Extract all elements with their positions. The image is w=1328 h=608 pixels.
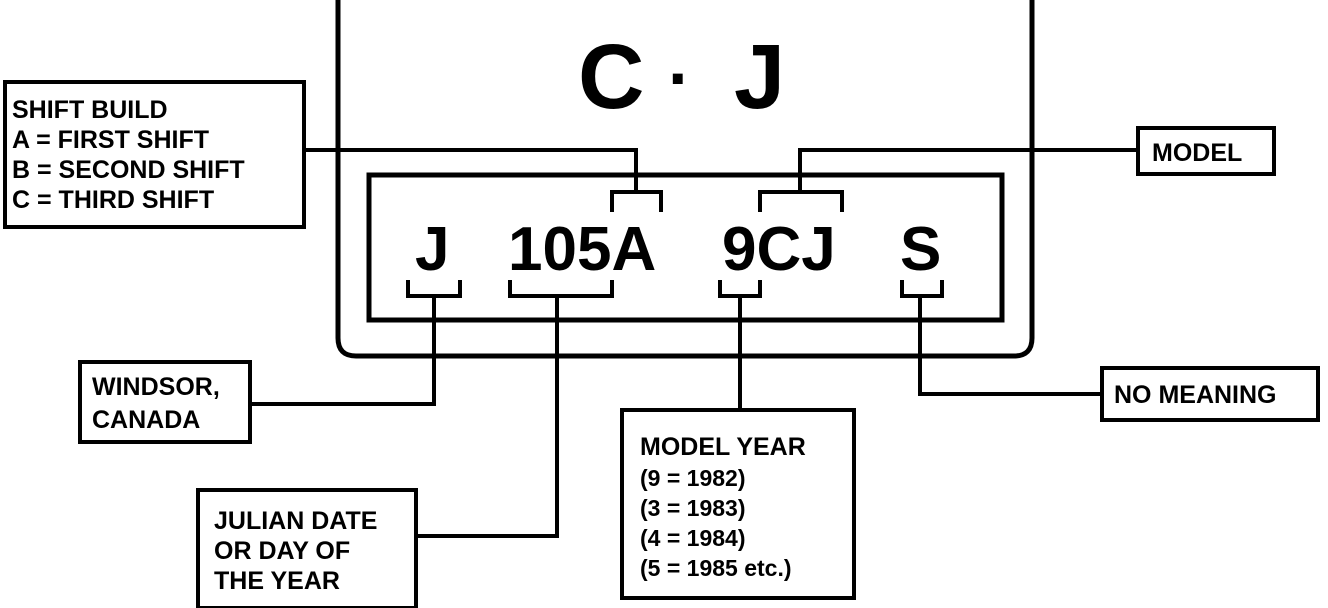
model-year-line-3: (4 = 1984) — [640, 525, 746, 551]
plate-title-left: C — [578, 26, 644, 128]
model-year-line-0: MODEL YEAR — [640, 433, 806, 461]
bracket-date — [508, 280, 614, 298]
model-box — [1136, 126, 1276, 176]
plant-box — [78, 360, 252, 444]
plate-outline — [335, 0, 1035, 359]
leader-lines — [250, 148, 1138, 538]
model-label: MODEL — [1152, 139, 1242, 167]
leader-suffix — [918, 296, 1102, 396]
code-plant: J — [415, 215, 449, 284]
leader-shift — [304, 148, 638, 192]
julian-line-2: THE YEAR — [214, 567, 340, 595]
code-year-model: 9CJ — [722, 215, 836, 284]
shift-build-box — [3, 80, 306, 229]
no-meaning-box — [1100, 366, 1320, 422]
leader-model — [798, 148, 1138, 192]
code-frame — [366, 172, 1005, 323]
code-suffix: S — [900, 215, 941, 284]
plate-title-dot: · — [668, 39, 691, 117]
julian-line-1: OR DAY OF — [214, 537, 350, 565]
leader-date — [416, 296, 559, 538]
plant-line-0: WINDSOR, — [92, 373, 220, 401]
plate-title-right: J — [734, 26, 785, 128]
model-year-line-2: (3 = 1983) — [640, 495, 746, 521]
bracket-model — [758, 190, 844, 212]
model-year-line-4: (5 = 1985 etc.) — [640, 555, 792, 581]
bracket-shift — [610, 190, 663, 212]
code-brackets — [406, 190, 944, 298]
leader-plant — [250, 296, 436, 406]
model-year-line-1: (9 = 1982) — [640, 465, 746, 491]
plant-line-1: CANADA — [92, 406, 200, 434]
shift-build-line-0: SHIFT BUILD — [12, 96, 168, 124]
model-year-box — [620, 408, 856, 600]
julian-line-0: JULIAN DATE — [214, 507, 377, 535]
code-date-shift: 105A — [508, 215, 656, 284]
shift-build-line-1: A = FIRST SHIFT — [12, 126, 209, 154]
shift-build-line-3: C = THIRD SHIFT — [12, 186, 214, 214]
shift-build-line-2: B = SECOND SHIFT — [12, 156, 245, 184]
julian-box — [196, 488, 418, 608]
no-meaning-label: NO MEANING — [1114, 381, 1277, 409]
